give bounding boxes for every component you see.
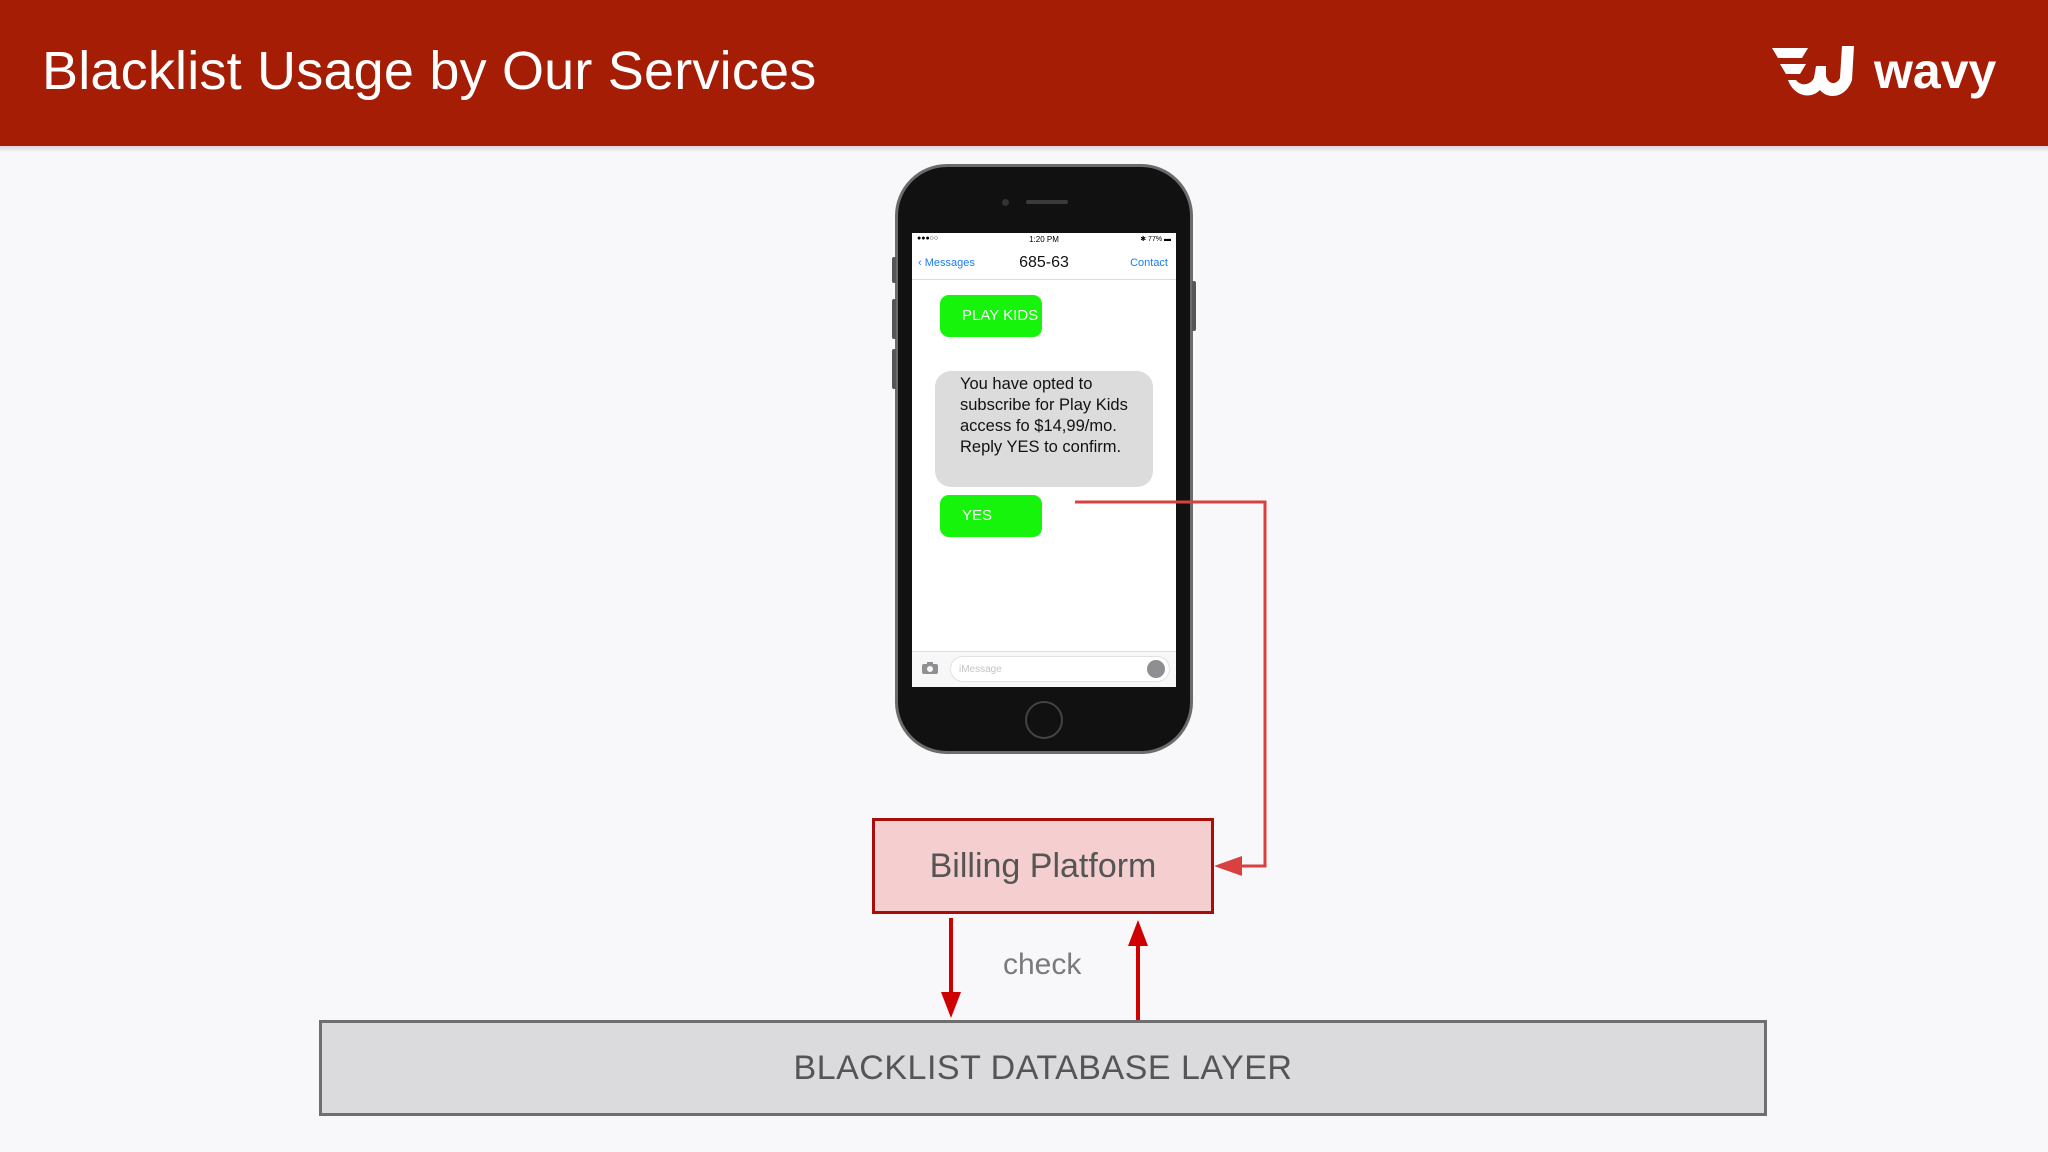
message-bubble-received: You have opted to subscribe for Play Kid… bbox=[935, 371, 1153, 487]
conversation-title: 685-63 bbox=[1019, 254, 1069, 271]
slide-header: Blacklist Usage by Our Services wavy bbox=[0, 0, 2048, 146]
signal-indicator: ●●●○○ bbox=[917, 235, 939, 242]
message-text: PLAY KIDS bbox=[962, 307, 1039, 324]
camera-icon[interactable] bbox=[922, 662, 938, 674]
messages-nav-bar: ‹ Messages 685-63 Contact bbox=[912, 247, 1176, 280]
message-text: YES bbox=[962, 507, 993, 524]
header-shadow bbox=[0, 146, 2048, 152]
message-bubble-sent: PLAY KIDS bbox=[940, 295, 1042, 337]
yes-to-billing-arrowhead bbox=[1214, 856, 1242, 876]
message-text: You have opted to subscribe for Play Kid… bbox=[960, 375, 1128, 456]
volume-down-button bbox=[892, 349, 896, 389]
front-camera bbox=[1002, 199, 1009, 206]
imessage-input[interactable]: iMessage bbox=[950, 656, 1170, 682]
battery-indicator: ✱ 77% ▬ bbox=[1140, 236, 1171, 243]
microphone-icon[interactable] bbox=[1147, 660, 1165, 678]
billing-platform-box: Billing Platform bbox=[872, 818, 1214, 914]
wavy-logo: wavy bbox=[1770, 40, 2010, 106]
wavy-mark-icon bbox=[1772, 46, 1854, 96]
input-placeholder: iMessage bbox=[959, 664, 1002, 675]
home-button bbox=[1025, 701, 1063, 739]
status-bar: ●●●○○ 1:20 PM ✱ 77% ▬ bbox=[912, 233, 1176, 247]
up-arrowhead bbox=[1128, 920, 1148, 946]
phone-screen: ●●●○○ 1:20 PM ✱ 77% ▬ ‹ Messages 685-63 … bbox=[912, 233, 1176, 687]
phone-mockup: ●●●○○ 1:20 PM ✱ 77% ▬ ‹ Messages 685-63 … bbox=[892, 164, 1196, 754]
check-label: check bbox=[1003, 948, 1082, 981]
back-label: Messages bbox=[924, 257, 975, 269]
message-input-bar: iMessage bbox=[912, 651, 1176, 687]
mute-switch bbox=[892, 257, 896, 283]
slide-title: Blacklist Usage by Our Services bbox=[42, 41, 817, 101]
power-button bbox=[1192, 281, 1196, 331]
volume-up-button bbox=[892, 299, 896, 339]
status-time: 1:20 PM bbox=[1029, 235, 1059, 244]
message-bubble-sent: YES bbox=[940, 495, 1042, 537]
earpiece-speaker bbox=[1026, 200, 1068, 204]
contact-button[interactable]: Contact bbox=[1130, 257, 1168, 269]
blacklist-database-box: BLACKLIST DATABASE LAYER bbox=[319, 1020, 1767, 1116]
logo-wordmark: wavy bbox=[1874, 43, 1997, 99]
back-button[interactable]: ‹ Messages bbox=[918, 257, 975, 269]
chevron-left-icon: ‹ bbox=[918, 257, 925, 269]
down-arrowhead bbox=[941, 992, 961, 1018]
